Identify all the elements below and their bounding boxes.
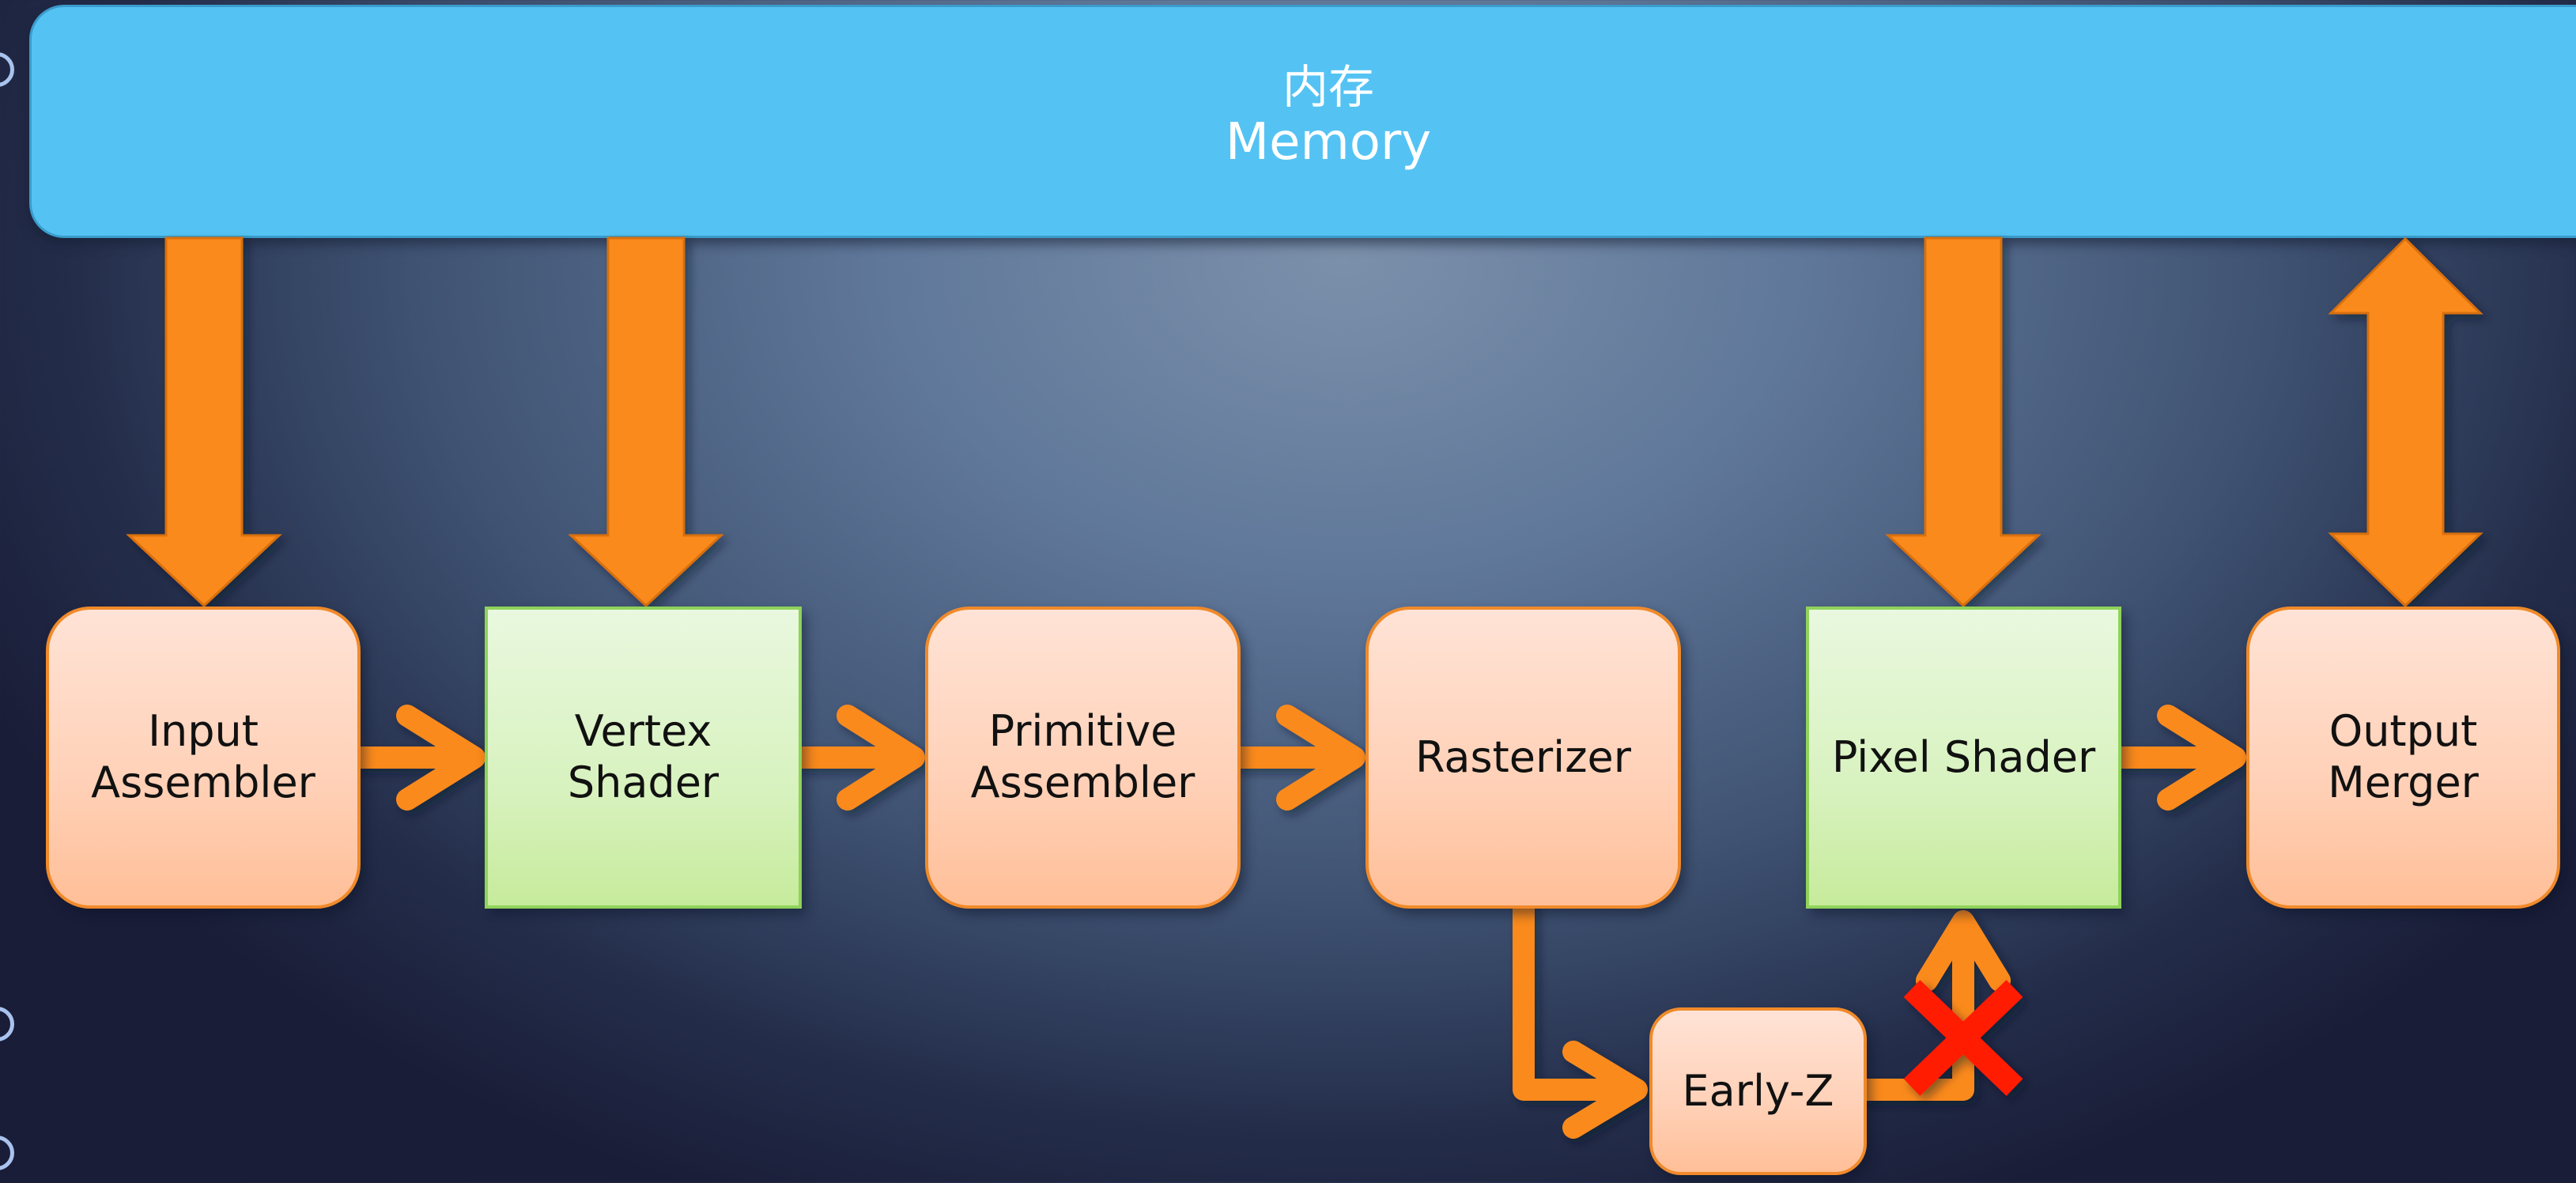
stage-label: Merger — [2328, 758, 2479, 807]
stage-label: Output — [2329, 706, 2478, 757]
stage-label: Input — [148, 706, 259, 757]
memory-label-zh: 内存 — [1282, 60, 1374, 115]
stage-label: Pixel Shader — [1831, 731, 2096, 782]
stage-vertex-shader: Vertex Shader — [485, 607, 802, 909]
pixel-to-output-arrow — [2110, 705, 2246, 811]
memory-label: 内存 Memory — [1091, 0, 1566, 233]
stage-pixel-shader: Pixel Shader — [1806, 607, 2121, 909]
stage-rasterizer: Rasterizer — [1365, 607, 1681, 909]
input-to-vertex-arrow — [349, 705, 485, 811]
stage-label: Early-Z — [1682, 1065, 1834, 1116]
memory-label-en: Memory — [1225, 113, 1432, 172]
vertex-to-primitive-arrow — [791, 705, 925, 811]
stage-label: Shader — [567, 758, 720, 807]
reject-x-icon — [1903, 980, 2023, 1096]
memory-to-input-assembler-arrow — [126, 236, 282, 608]
memory-output-merger-bidirectional-arrow — [2328, 236, 2483, 608]
stage-label: Assembler — [91, 758, 315, 807]
stage-label: Rasterizer — [1415, 731, 1631, 782]
stage-early-z: Early-Z — [1649, 1007, 1867, 1175]
stage-label: Vertex — [574, 706, 712, 757]
stage-primitive-assembler: Primitive Assembler — [925, 607, 1241, 909]
primitive-to-rasterizer-arrow — [1229, 705, 1365, 811]
stage-input-assembler: Input Assembler — [46, 607, 361, 909]
memory-block — [29, 5, 2576, 238]
memory-to-pixel-shader-arrow — [1885, 236, 2042, 608]
memory-to-vertex-shader-arrow — [568, 236, 724, 608]
rasterizer-to-early-z-arrow — [1513, 898, 1648, 1139]
stage-label: Primitive — [988, 706, 1177, 757]
stage-output-merger: Output Merger — [2246, 607, 2560, 909]
stage-label: Assembler — [970, 758, 1195, 807]
early-z-to-pixel-shader-arrow — [1856, 910, 2011, 1101]
